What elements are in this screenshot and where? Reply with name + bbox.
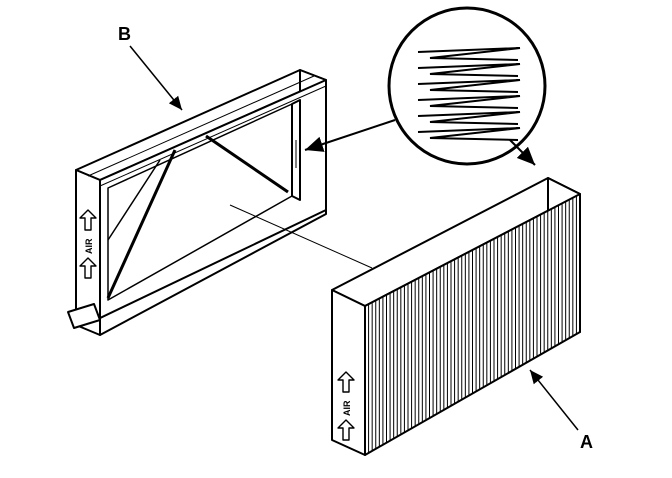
callout-a: A — [529, 369, 593, 452]
pleat-fold — [417, 79, 521, 93]
pleat-fold — [417, 47, 521, 61]
filter-element — [331, 177, 581, 456]
callout-a-label: A — [580, 432, 593, 452]
filter-frame — [67, 69, 327, 336]
alignment-line — [229, 204, 373, 269]
pleat-fold — [417, 127, 521, 141]
inset-to-filter-arrow — [509, 139, 536, 166]
callout-b: B — [118, 24, 183, 111]
pleat-fold — [417, 95, 521, 109]
filter-pleats — [368, 195, 577, 453]
filter-air-marking: AIR — [342, 400, 352, 416]
frame-air-marking: AIR — [84, 238, 94, 254]
pleat-fold — [417, 63, 521, 77]
callout-b-label: B — [118, 24, 131, 44]
inset-to-frame-arrow — [304, 119, 396, 152]
pleat-detail-inset — [387, 6, 547, 166]
pleat-fold — [417, 111, 521, 125]
